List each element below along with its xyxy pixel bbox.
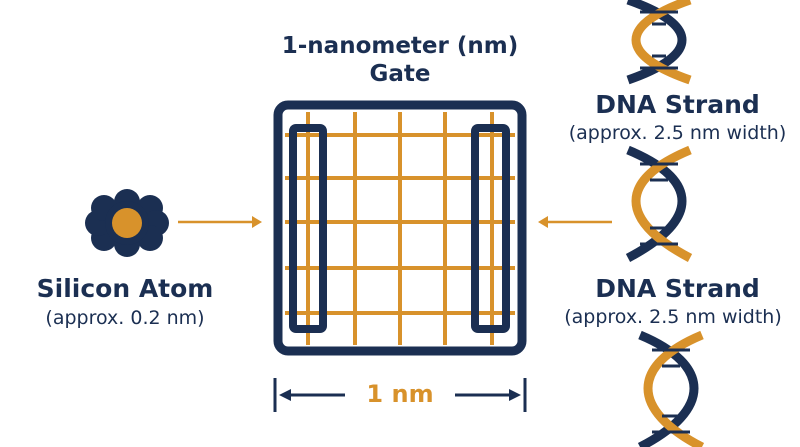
dna-helix-icon-bottom bbox=[637, 330, 705, 447]
gate-frame bbox=[273, 100, 527, 356]
dimension-marker bbox=[273, 378, 527, 412]
arrow-dna-to-gate bbox=[538, 216, 612, 228]
dna-bottom-size-label: (approx. 2.5 nm width) bbox=[564, 306, 782, 328]
dna-helix-icon-top bbox=[626, 0, 692, 85]
atom-size-label: (approx. 0.2 nm) bbox=[45, 307, 205, 329]
gate-title-line1: 1-nanometer (nm) bbox=[281, 33, 519, 59]
dna-top-name-label: DNA Strand bbox=[595, 90, 760, 119]
arrow-atom-to-gate bbox=[178, 216, 262, 228]
gate-title-line2: Gate bbox=[369, 61, 431, 87]
silicon-atom-icon bbox=[85, 189, 169, 257]
gate-electrode-left bbox=[289, 124, 327, 333]
dna-top-size-label: (approx. 2.5 nm width) bbox=[568, 122, 787, 144]
gate-title: 1-nanometer (nm) Gate bbox=[250, 32, 550, 88]
dna-bottom-name-label: DNA Strand bbox=[595, 274, 760, 303]
atom-name-label: Silicon Atom bbox=[36, 274, 214, 303]
gate-electrode-right bbox=[471, 124, 510, 333]
dimension-label: 1 nm bbox=[366, 380, 434, 408]
dna-helix-icon-middle bbox=[625, 145, 693, 262]
